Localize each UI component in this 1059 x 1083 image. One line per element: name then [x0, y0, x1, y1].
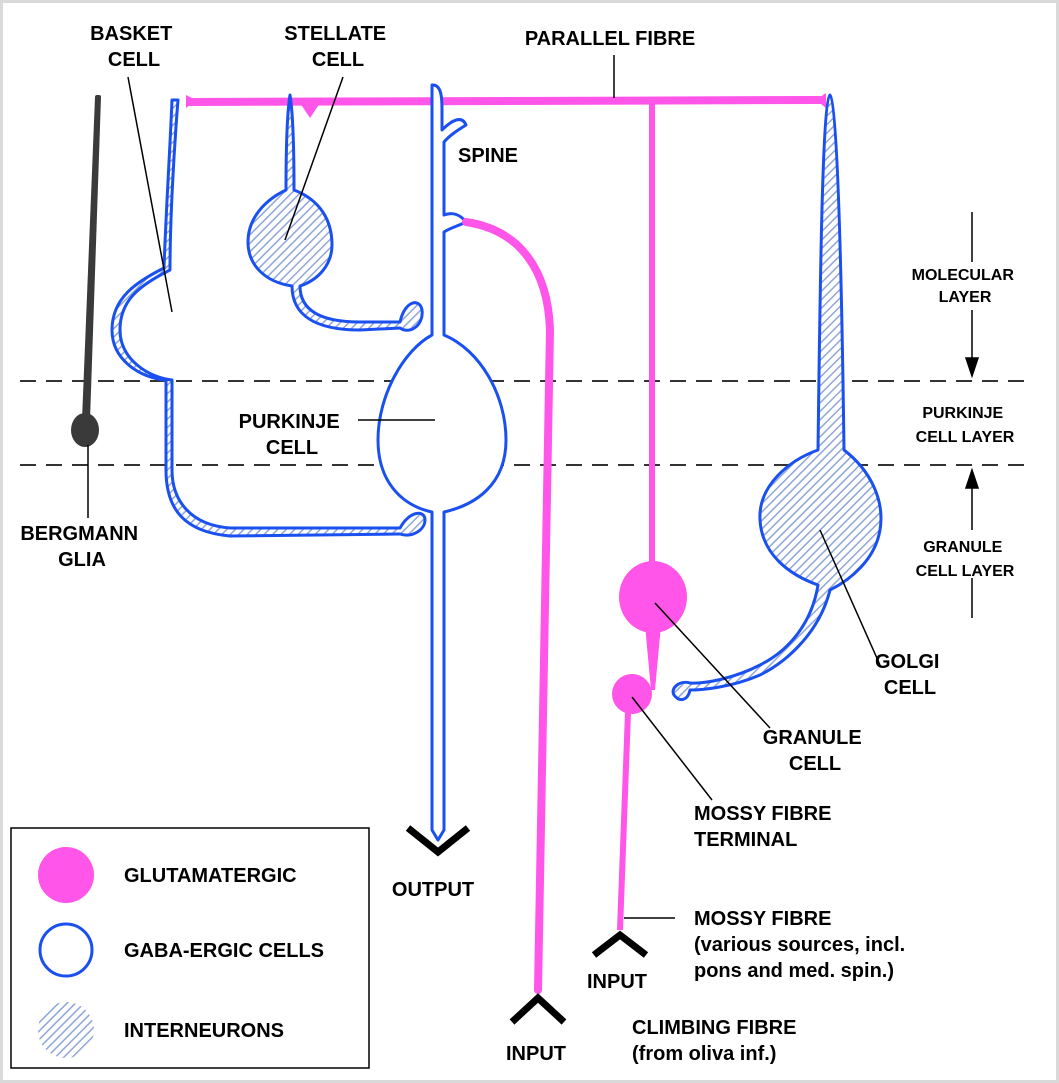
legend-glutamatergic-swatch: [38, 847, 94, 903]
stellate-cell-label: STELLATE CELL: [284, 23, 391, 71]
golgi-cell-label: GOLGI CELL: [875, 651, 945, 699]
purkinje-layer-label: PURKINJE CELL LAYER: [916, 405, 1015, 446]
climbing-fibre: [462, 218, 567, 1025]
parallel-fibre-label: PARALLEL FIBRE: [525, 28, 695, 50]
granule-cell: [619, 561, 687, 690]
basket-cell-label: BASKET CELL: [90, 23, 178, 71]
molecular-layer-label: MOLECULAR LAYER: [912, 267, 1019, 306]
leader-lines: [87, 55, 881, 919]
golgi-cell: [671, 93, 883, 702]
spine-label: SPINE: [458, 145, 518, 167]
parallel-fibre: [186, 93, 826, 563]
mossy-fibre-terminal-label: MOSSY FIBRE TERMINAL: [694, 803, 837, 851]
purkinje-cell: [376, 83, 508, 857]
purkinje-cell-label: PURKINJE CELL: [239, 411, 346, 459]
stellate-cell: [246, 93, 424, 332]
mossy-input-label: INPUT: [587, 971, 647, 993]
climbing-fibre-label: CLIMBING FIBRE (from oliva inf.): [632, 1017, 802, 1065]
legend-gaba-swatch: [38, 922, 94, 978]
layer-arrows: [964, 212, 980, 618]
legend-interneurons-swatch: [38, 1002, 94, 1058]
climbing-input-label: INPUT: [506, 1043, 566, 1065]
granule-cell-label: GRANULE CELL: [763, 727, 867, 775]
mossy-fibre: [591, 674, 652, 958]
legend-glutamatergic-label: GLUTAMATERGIC: [124, 865, 297, 887]
legend-interneurons-label: INTERNEURONS: [124, 1020, 284, 1042]
bergmann-glia-label: BERGMANN GLIA: [20, 523, 143, 571]
output-label: OUTPUT: [392, 879, 474, 901]
bergmann-glia: [71, 95, 101, 447]
legend-gaba-label: GABA-ERGIC CELLS: [124, 940, 324, 962]
mossy-fibre-label: MOSSY FIBRE (various sources, incl. pons…: [694, 908, 911, 982]
basket-cell: [110, 98, 427, 538]
granule-layer-label: GRANULE CELL LAYER: [916, 539, 1015, 580]
legend: GLUTAMATERGIC GABA-ERGIC CELLS INTERNEUR…: [10, 827, 370, 1069]
